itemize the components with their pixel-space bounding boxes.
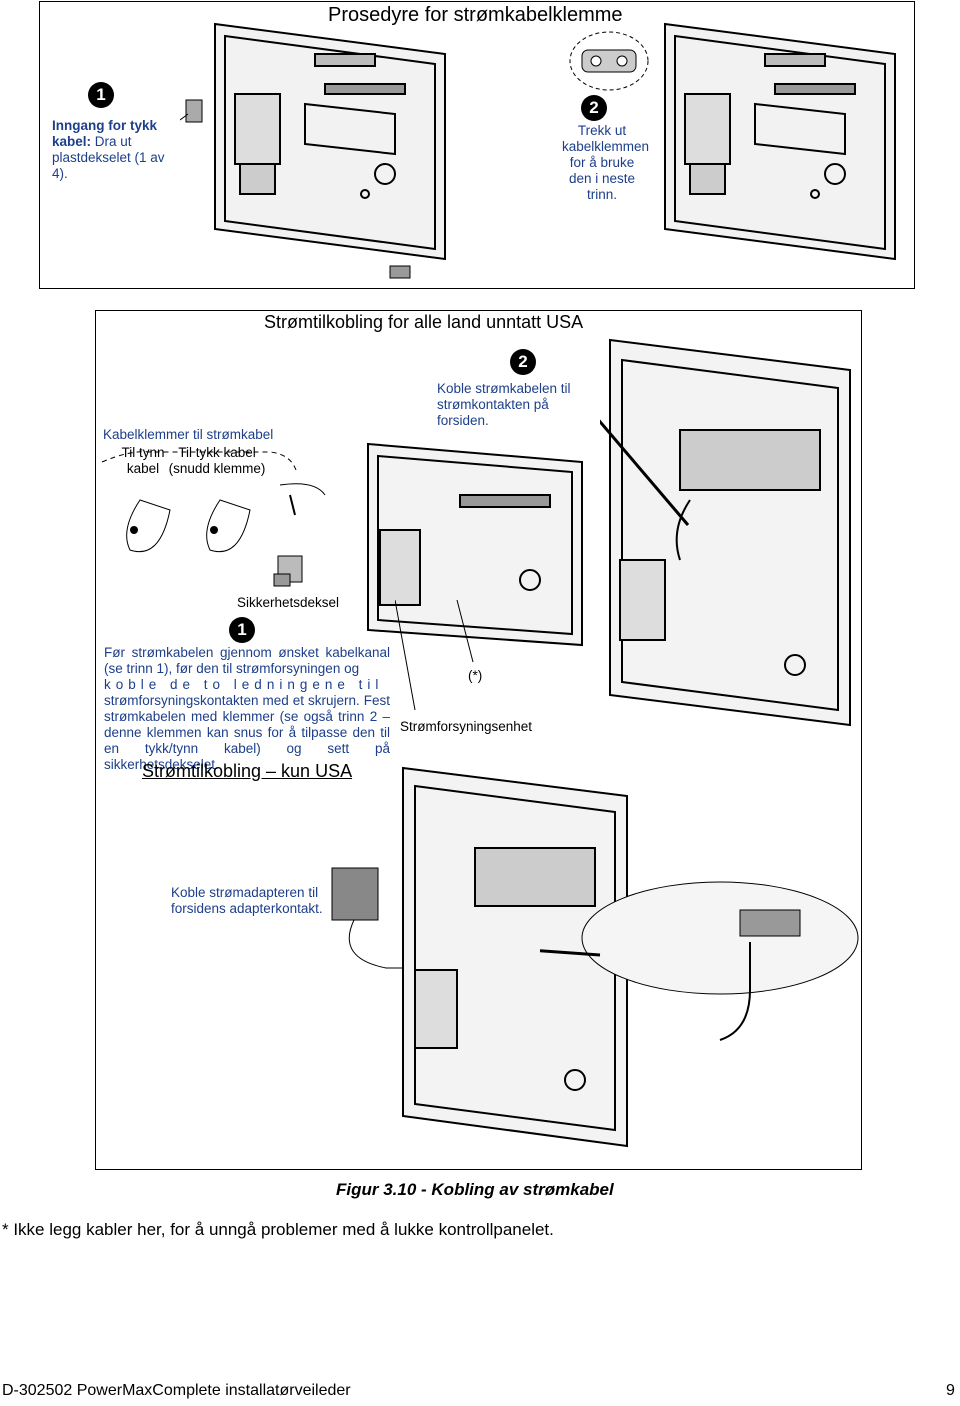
footer-page-number: 9 — [946, 1382, 955, 1399]
figure-caption: Figur 3.10 - Kobling av strømkabel — [336, 1180, 614, 1199]
clamp-piece-illustration — [389, 265, 411, 279]
step-1-line-1: Før strømkabelen gjennom ønsket kabelkan… — [104, 645, 390, 676]
procedure-step-1-body: Dra ut plastdekselet (1 av 4). — [52, 134, 165, 181]
procedure-title: Prosedyre for strømkabelklemme — [328, 4, 623, 26]
clamp-thin-label: Til tynn kabel — [121, 445, 165, 476]
step-1-line-2: koble de to ledningene til — [104, 677, 384, 692]
procedure-step-2-text: Trekk ut kabelklemmen for å bruke den i … — [562, 123, 650, 202]
psu-pointer-lines — [395, 600, 474, 711]
clamps-illustration — [101, 451, 326, 552]
panel-back-illustration-2 — [664, 22, 896, 261]
clamp-thick-label: Til tykk kabel (snudd klemme) — [168, 445, 266, 476]
plastic-cover-illustration — [180, 99, 203, 123]
asterisk-label: (*) — [468, 668, 483, 683]
safety-cover-label: Sikkerhetsdeksel — [237, 595, 340, 610]
panel-back-illustration-1 — [214, 22, 446, 261]
footnote: * Ikke legg kabler her, for å unngå prob… — [2, 1220, 554, 1239]
procedure-step-1-bold: Inngang for tykk kabel: — [52, 118, 158, 149]
step-1-badge-middle: 1 — [229, 617, 255, 643]
usa-title-text: Strømtilkobling – kun USA — [142, 761, 353, 781]
safety-cover-illustration — [273, 555, 303, 587]
adapter-instruction: Koble strømadapteren til forsidens adapt… — [171, 885, 323, 916]
connect-cable-text: Koble strømkabelen til strømkontakten på… — [437, 381, 592, 429]
step-2-badge-middle: 2 — [510, 349, 536, 375]
procedure-box — [39, 1, 915, 289]
front-panel-illustration — [600, 338, 851, 727]
power-adapter-illustration — [331, 867, 404, 969]
clamps-heading: Kabelklemmer til strømkabel — [103, 427, 274, 442]
step-1-line-3: strømforsyningskontakten med et skrujern… — [104, 693, 390, 772]
usa-title: Strømtilkobling – kun USA — [142, 761, 352, 782]
step-1-badge: 1 — [88, 82, 114, 108]
step-1-instructions: Før strømkabelen gjennom ønsket kabelkan… — [104, 645, 390, 773]
footer-doc-title: D-302502 PowerMaxComplete installatørvei… — [2, 1382, 351, 1399]
procedure-step-1-text: Inngang for tykk kabel: Dra ut plastdeks… — [52, 118, 172, 182]
non-usa-box — [95, 310, 862, 1170]
connect-cable-text-body: Koble strømkabelen til strømkontakten på… — [437, 381, 571, 428]
usa-panel-illustration — [402, 766, 628, 1148]
psu-label: Strømforsyningsenhet — [400, 719, 533, 734]
connector-zoom-illustration — [540, 881, 859, 1041]
cable-clamp-detail — [569, 31, 649, 91]
non-usa-title: Strømtilkobling for alle land unntatt US… — [264, 312, 584, 332]
open-panel-illustration — [367, 442, 583, 647]
step-2-badge: 2 — [581, 95, 607, 121]
